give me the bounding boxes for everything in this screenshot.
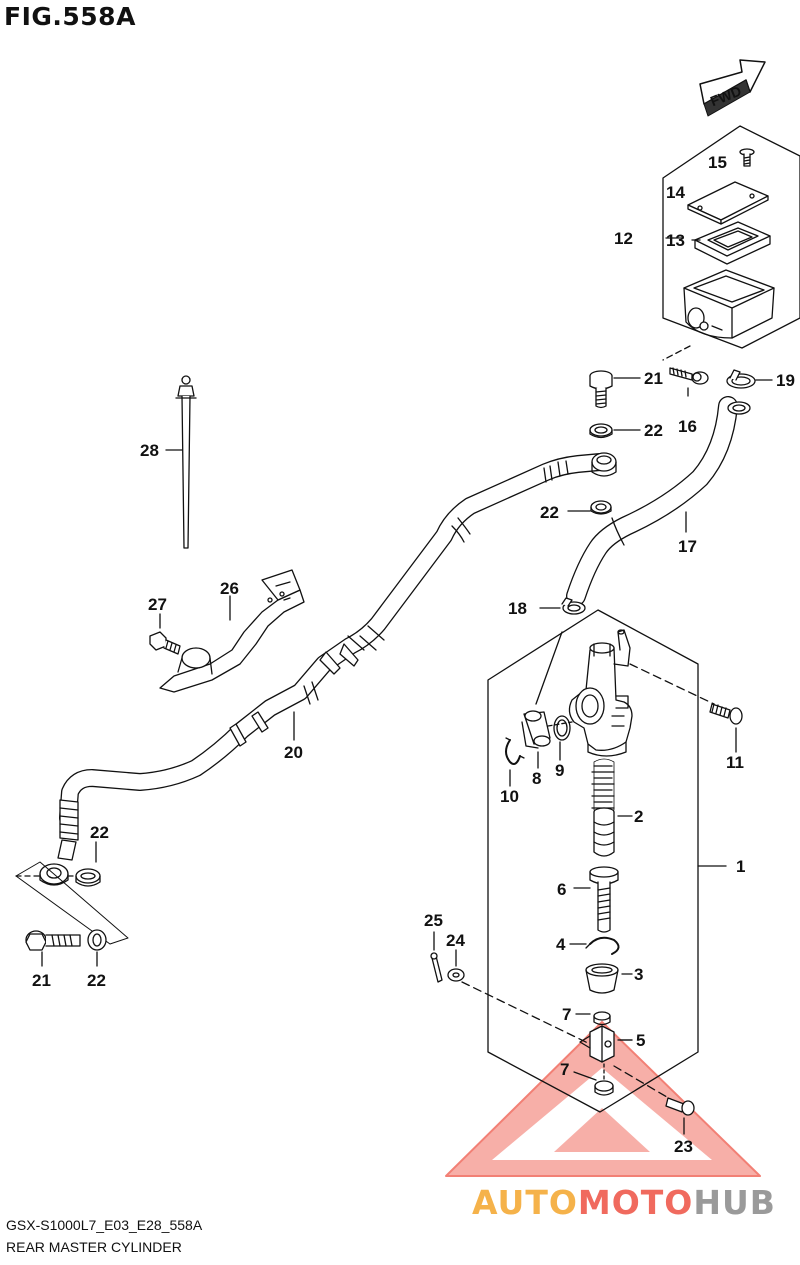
master-cylinder-group-box	[487, 609, 699, 1113]
reservoir-hose	[566, 396, 751, 606]
watermark-logo: AUTOMOTOHUB	[472, 1183, 776, 1222]
callout-10: 10	[500, 787, 519, 806]
reservoir-tank	[683, 269, 775, 339]
assembly-name: REAR MASTER CYLINDER	[6, 1239, 182, 1255]
sealing-washer-lower-left	[75, 841, 101, 887]
callout-3: 3	[634, 965, 643, 984]
callout-22-lower-left: 22	[90, 823, 109, 842]
joint-circlip	[505, 737, 525, 787]
hose-clamp-upper	[726, 369, 773, 389]
callout-18: 18	[508, 599, 527, 618]
bracket-bolt	[149, 613, 181, 655]
banjo-bolt-upper	[589, 370, 641, 409]
figure-title: FIG.558A	[4, 2, 136, 31]
piston-assembly	[591, 758, 633, 857]
callout-25: 25	[424, 911, 443, 930]
rear-brake-hose	[39, 452, 617, 886]
forward-arrow-icon: FWD	[699, 59, 766, 117]
callout-labels: 1 2 3 4 5 6 7 7 8 9 10 11 12 13 14 15 16…	[32, 153, 795, 1156]
callout-1: 1	[736, 857, 745, 876]
callout-16: 16	[678, 417, 697, 436]
callout-21-lower: 21	[32, 971, 51, 990]
reservoir-cap-screw	[739, 148, 755, 167]
lock-nut-upper	[575, 1011, 611, 1026]
banjo-bolt-lower	[25, 930, 81, 967]
callout-20: 20	[284, 743, 303, 762]
watermark-triangle-icon	[445, 1021, 761, 1177]
callout-22-lower: 22	[87, 971, 106, 990]
cotter-pin	[430, 931, 443, 983]
watermark-part-3: HUB	[693, 1183, 776, 1222]
hose-joint	[521, 710, 551, 769]
pushrod-bolt	[709, 703, 743, 753]
callout-23: 23	[674, 1137, 693, 1156]
callout-24: 24	[446, 931, 465, 950]
clevis-pin	[665, 1097, 695, 1135]
callout-27: 27	[148, 595, 167, 614]
callout-5: 5	[636, 1031, 645, 1050]
watermark-part-1: AUTO	[472, 1183, 578, 1222]
callout-11: 11	[726, 753, 744, 772]
callout-6: 6	[557, 880, 566, 899]
master-cylinder-body	[568, 629, 633, 757]
callout-21-upper: 21	[644, 369, 663, 388]
dust-boot	[585, 963, 633, 994]
reservoir-cap	[687, 181, 769, 225]
hose-clamp-bracket	[159, 569, 305, 693]
callout-13: 13	[666, 231, 685, 250]
callout-26: 26	[220, 579, 239, 598]
callout-22-mid: 22	[540, 503, 559, 522]
callout-12: 12	[614, 229, 633, 248]
callout-28: 28	[140, 441, 159, 460]
pushrod-circlip	[569, 936, 620, 955]
sealing-washer-mid	[567, 500, 612, 515]
clevis-washer	[447, 949, 465, 982]
sealing-washer-upper	[589, 423, 641, 439]
callout-2: 2	[634, 807, 643, 826]
callout-4: 4	[556, 935, 566, 954]
callout-7-lower: 7	[560, 1060, 569, 1079]
callout-19: 19	[776, 371, 795, 390]
reservoir-mounting-bolt	[669, 367, 709, 385]
callout-7-upper: 7	[562, 1005, 571, 1024]
reservoir-group-box	[662, 125, 800, 349]
hose-clamp-lower	[539, 597, 586, 615]
reservoir-diaphragm	[694, 221, 771, 265]
o-ring	[553, 715, 571, 761]
lock-nut-lower	[573, 1063, 614, 1096]
pushrod	[573, 866, 619, 933]
callout-14: 14	[666, 183, 685, 202]
callout-15: 15	[708, 153, 727, 172]
cable-tie	[165, 375, 197, 549]
callout-9: 9	[555, 761, 564, 780]
callout-17: 17	[678, 537, 697, 556]
watermark-part-2: MOTO	[577, 1183, 694, 1222]
callout-22-upper: 22	[644, 421, 663, 440]
model-code: GSX-S1000L7_E03_E28_558A	[6, 1217, 203, 1233]
callout-8: 8	[532, 769, 541, 788]
sealing-washer-lower	[87, 929, 107, 967]
